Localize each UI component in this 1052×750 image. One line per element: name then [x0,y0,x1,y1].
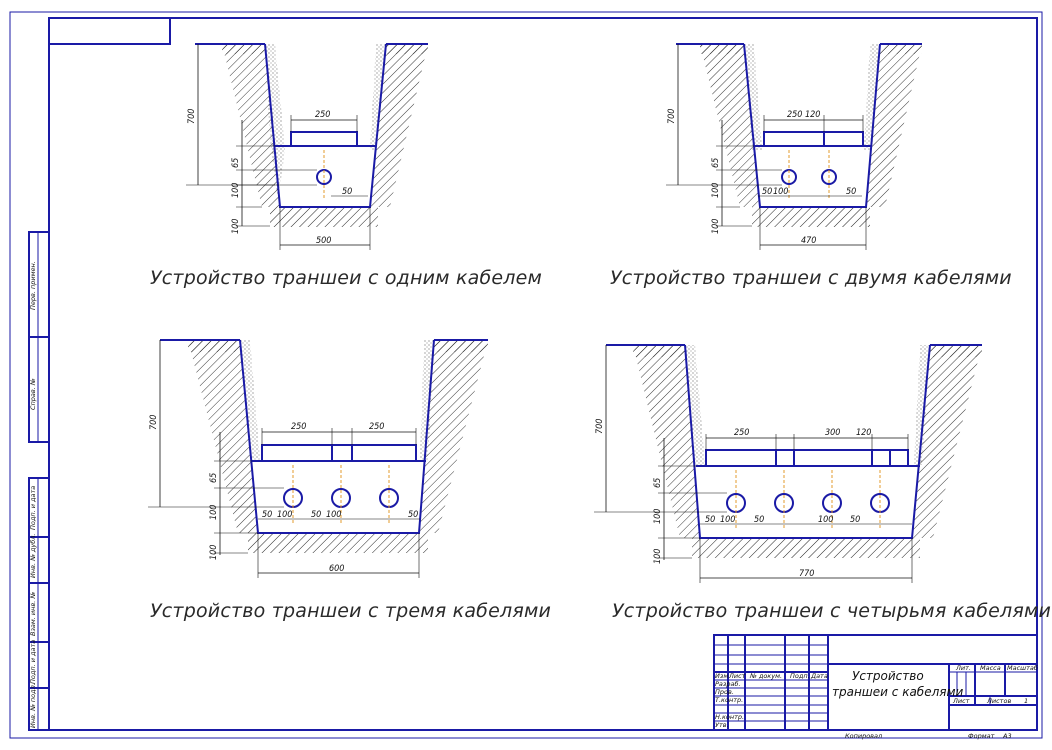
dim-65-2: 65 [711,158,721,168]
dim-100b-4: 100 [653,549,663,564]
dim-brick-3b: 250 [369,422,384,432]
stamp-inv-dubl: Инв. № дубл. [29,534,37,578]
tb-row-razrab: Разраб. [715,680,741,688]
stamp-inv-podl: Инв. № подл. [29,683,37,728]
dim-100a-2: 100 [711,183,721,198]
trench-four-cables: 700 65 100 100 250 300 120 50 100 50 100… [594,344,982,583]
dim-100a-1: 100 [231,183,241,198]
dim-spacing-1: 50 [342,187,352,197]
dim-brick-3a: 250 [291,422,306,432]
tb-title-line2: траншеи с кабелями [832,685,964,699]
dim-s1-4: 50 [705,515,715,525]
dim-65-1: 65 [231,158,241,168]
dim-100b-3: 100 [209,545,219,560]
tb-row-tkontr: Т.контр. [715,696,743,704]
stamp-sprav-no: Справ. № [29,378,37,410]
dim-depth-3: 700 [149,415,159,430]
dim-width-2: 470 [801,236,816,246]
tb-listov: Листов [986,697,1011,705]
dim-s50-2: 50 [762,187,772,197]
dim-brick-2a: 250 [787,110,802,120]
dim-s2-4: 100 [720,515,735,525]
dim-brick-4a: 250 [734,428,749,438]
dim-width-4: 770 [799,569,814,579]
dim-65-4: 65 [653,478,663,488]
tb-listov-val: 1 [1024,697,1028,705]
side-stamp-upper: Перв. примен. Справ. № [28,231,50,443]
tb-row-utv: Утв. [715,721,729,729]
dim-brick-4c: 120 [856,428,871,438]
dim-s2-3: 100 [277,510,292,520]
dim-s3-4: 50 [754,515,764,525]
dim-s50b-2: 50 [846,187,856,197]
dim-s5-4: 50 [850,515,860,525]
dim-brick-1: 250 [315,110,330,120]
tb-col-doc: № докум. [749,672,782,680]
dim-brick-2b: 120 [805,110,820,120]
dim-depth-4: 700 [595,419,605,434]
caption-trench-one: Устройство траншеи с одним кабелем [150,267,542,289]
dim-width-1: 500 [316,236,331,246]
tb-col-data: Дата [810,672,828,680]
caption-trench-three: Устройство траншеи с тремя кабелями [150,600,551,622]
dim-depth-1: 700 [187,109,197,124]
dim-s1-3: 50 [262,510,272,520]
tb-col-izm: Изм [715,672,728,680]
tb-massa: Масса [980,664,1001,672]
dim-s5-3: 50 [408,510,418,520]
trench-three-cables: 700 65 100 100 250 250 50 100 50 100 50 … [148,339,488,578]
dim-s4-4: 100 [818,515,833,525]
tb-lit: Лит. [955,664,971,672]
stamp-perv-primen: Перв. примен. [29,261,37,310]
title-block: Изм Лист № докум. Подп. Дата Разраб. Про… [713,634,1038,731]
tb-col-list: Лист [728,672,746,680]
corner-box [48,17,171,45]
dim-brick-4b: 300 [825,428,840,438]
trench-two-cables: 700 65 100 100 250 120 50 100 50 470 [666,43,922,250]
dim-100b-2: 100 [711,219,721,234]
dim-s100-2: 100 [773,187,788,197]
tb-row-nkontr: Н.контр. [715,713,744,721]
tb-col-podp: Подп. [790,672,810,680]
side-stamp-lower: Подп. и дата Инв. № дубл. Взам. инв. № П… [28,477,50,731]
dim-100a-4: 100 [653,509,663,524]
caption-trench-four: Устройство траншеи с четырьмя кабелями [612,600,1051,622]
outer-border [9,11,1043,739]
dim-s3-3: 50 [311,510,321,520]
dim-s4-3: 100 [326,510,341,520]
tb-masshtab: Масштаб [1007,664,1038,672]
dim-100b-1: 100 [231,219,241,234]
tb-row-prov: Пров. [715,688,734,696]
stamp-vzam-inv: Взам. инв. № [29,592,37,636]
stamp-podp-data-2: Подп. и дата [29,640,37,684]
tb-format-val: А3 [1002,732,1012,740]
tb-title-line1: Устройство [852,669,924,683]
caption-trench-two: Устройство траншеи с двумя кабелями [610,267,1012,289]
dim-65-3: 65 [209,473,219,483]
trench-one-cable: 700 65 100 100 250 50 500 [186,43,428,250]
dim-100a-3: 100 [209,505,219,520]
stamp-podp-data-1: Подп. и дата [29,486,37,530]
tb-kopiroval: Копировал [845,732,882,740]
tb-format: Формат [968,732,995,740]
dim-depth-2: 700 [667,109,677,124]
tb-list: Лист [952,697,970,705]
dim-width-3: 600 [329,564,344,574]
